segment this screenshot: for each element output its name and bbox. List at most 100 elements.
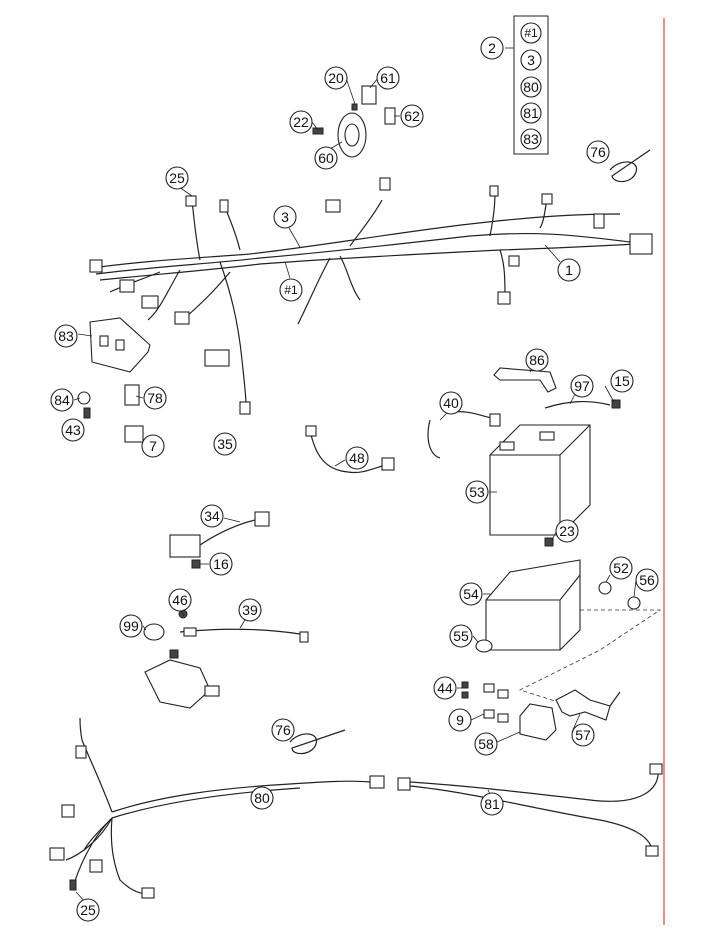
callout-55: 55 [449, 624, 473, 648]
svg-text:83: 83 [58, 328, 74, 344]
relay-illustration [461, 681, 621, 741]
svg-text:22: 22 [293, 114, 309, 130]
callout-25: 25 [165, 166, 189, 190]
svg-text:25: 25 [169, 170, 185, 186]
main-harness-illustration [89, 177, 653, 415]
callout-22: 22 [289, 110, 313, 134]
svg-text:60: 60 [318, 150, 334, 166]
svg-text:39: 39 [242, 602, 258, 618]
regulator-illustration [169, 511, 270, 569]
callout-83: 83 [54, 324, 78, 348]
svg-text:99: 99 [123, 618, 139, 634]
group-callout: 2 [488, 40, 496, 56]
svg-text:57: 57 [575, 727, 591, 743]
battery-box-illustration [475, 537, 662, 716]
callout-7: 7 [141, 434, 165, 458]
svg-text:78: 78 [147, 390, 163, 406]
callout-43: 43 [61, 418, 85, 442]
svg-text:58: 58 [478, 736, 494, 752]
svg-text:3: 3 [281, 209, 289, 225]
svg-text:76: 76 [590, 144, 606, 160]
svg-text:35: 35 [217, 436, 233, 452]
callout-35: 35 [213, 432, 237, 456]
callout-25: 25 [76, 898, 100, 922]
svg-text:43: 43 [65, 422, 81, 438]
callout-52: 52 [609, 556, 633, 580]
svg-text:86: 86 [529, 352, 545, 368]
svg-text:16: 16 [213, 556, 229, 572]
svg-text:#1: #1 [524, 26, 538, 40]
starter-illustration [143, 609, 309, 709]
svg-text:76: 76 [275, 722, 291, 738]
callout-16: 16 [209, 552, 233, 576]
svg-text:83: 83 [523, 131, 539, 147]
callout-39: 39 [238, 598, 262, 622]
svg-text:61: 61 [380, 70, 396, 86]
svg-text:7: 7 [149, 438, 157, 454]
svg-text:54: 54 [463, 586, 479, 602]
svg-text:52: 52 [613, 560, 629, 576]
callout-hash1: #1 [279, 278, 303, 302]
callout-3: 3 [273, 205, 297, 229]
callout-76: 76 [586, 140, 610, 164]
bracket-illustration [77, 317, 151, 443]
callout-9: 9 [448, 708, 472, 732]
cable-tie-illustration [289, 729, 346, 755]
svg-text:62: 62 [404, 108, 420, 124]
svg-text:80: 80 [523, 79, 539, 95]
svg-text:25: 25 [80, 902, 96, 918]
callout-53: 53 [465, 480, 489, 504]
svg-text:55: 55 [453, 628, 469, 644]
group-item: 83 [520, 128, 542, 150]
callout-97: 97 [570, 374, 594, 398]
callout-62: 62 [400, 104, 424, 128]
group-item: 3 [520, 49, 542, 71]
svg-text:34: 34 [204, 508, 220, 524]
callout-57: 57 [571, 723, 595, 747]
battery-illustration [305, 367, 621, 536]
callout-61: 61 [376, 66, 400, 90]
svg-text:#1: #1 [284, 283, 298, 297]
callout-23: 23 [555, 519, 579, 543]
callout-99: 99 [119, 614, 143, 638]
callout-84: 84 [50, 388, 74, 412]
group-item: #1 [520, 22, 542, 44]
callout-20: 20 [324, 66, 348, 90]
callout-86: 86 [525, 348, 549, 372]
svg-text:53: 53 [469, 484, 485, 500]
svg-text:23: 23 [559, 523, 575, 539]
svg-text:15: 15 [614, 373, 630, 389]
svg-text:84: 84 [54, 392, 70, 408]
svg-text:44: 44 [437, 680, 453, 696]
callout-76: 76 [271, 718, 295, 742]
horn-illustration [312, 85, 396, 158]
cable-tie-illustration [609, 149, 651, 183]
svg-text:40: 40 [443, 395, 459, 411]
callout-56: 56 [635, 568, 659, 592]
svg-text:80: 80 [254, 790, 270, 806]
callout-54: 54 [459, 582, 483, 606]
callout-48: 48 [345, 446, 369, 470]
group-item: 81 [520, 102, 542, 124]
svg-text:1: 1 [565, 262, 573, 278]
svg-text:20: 20 [328, 70, 344, 86]
callout-58: 58 [474, 732, 498, 756]
svg-text:81: 81 [523, 105, 539, 121]
group-item: 80 [520, 76, 542, 98]
callout-40: 40 [439, 391, 463, 415]
svg-text:97: 97 [574, 378, 590, 394]
callouts: 20 61 22 62 60 76 25 3 1 #1 83 84 78 43 … [50, 66, 659, 922]
callout-15: 15 [610, 369, 634, 393]
lower-harness-illustration [49, 717, 663, 899]
callout-78: 78 [143, 386, 167, 410]
callout-44: 44 [433, 676, 457, 700]
svg-text:81: 81 [484, 796, 500, 812]
callout-80: 80 [250, 786, 274, 810]
svg-text:46: 46 [172, 592, 188, 608]
callout-60: 60 [314, 146, 338, 170]
svg-text:3: 3 [527, 52, 535, 68]
svg-text:48: 48 [349, 450, 365, 466]
svg-text:56: 56 [639, 572, 655, 588]
